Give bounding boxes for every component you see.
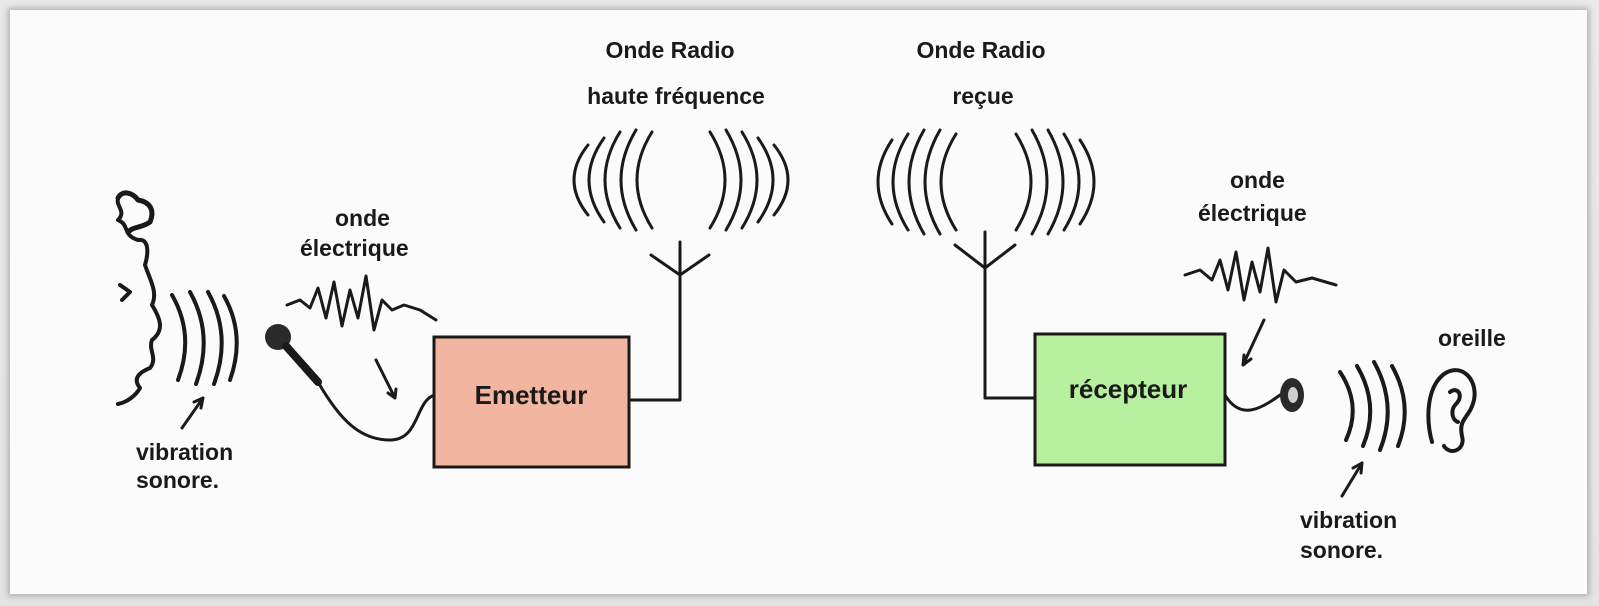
microphone-cable <box>316 380 437 442</box>
receiver-antenna-icon <box>953 230 1037 400</box>
arrow-left-electric <box>374 358 398 400</box>
radio-emitted-line2: haute fréquence <box>587 83 765 109</box>
vibration-right-line2: sonore. <box>1300 537 1383 563</box>
microphone-icon <box>265 324 322 386</box>
diagram-panel <box>10 10 1587 594</box>
ear-label: oreille <box>1438 325 1506 351</box>
vibration-left-line1: vibration <box>136 439 233 465</box>
arrow-left-vibration <box>180 396 205 430</box>
radio-waves-emitted-icon <box>572 128 790 232</box>
electric-wave-right-line1: onde <box>1230 167 1285 193</box>
electric-wave-left-line1: onde <box>335 205 390 231</box>
speaker-face-icon <box>115 190 162 406</box>
ear-icon <box>1426 368 1477 453</box>
earphone-icon <box>1280 378 1304 412</box>
radio-received-line2: reçue <box>952 83 1013 109</box>
electric-wave-left-line2: électrique <box>300 235 409 261</box>
electric-wave-right-line2: électrique <box>1198 200 1307 226</box>
electric-wave-right-icon <box>1183 246 1338 304</box>
vibration-right-line1: vibration <box>1300 507 1397 533</box>
emitter-label: Emetteur <box>475 380 588 410</box>
arrow-right-vibration <box>1340 461 1364 498</box>
electric-wave-left-icon <box>285 274 438 332</box>
sound-waves-right-icon <box>1338 360 1407 452</box>
earphone-cable <box>1223 393 1282 412</box>
arrow-right-electric <box>1241 318 1266 367</box>
emitter-antenna-icon <box>627 240 711 402</box>
vibration-left-line2: sonore. <box>136 467 219 493</box>
receiver-box <box>1033 332 1227 467</box>
radio-emitted-line1: Onde Radio <box>605 37 734 63</box>
radio-waves-received-icon <box>876 128 1096 236</box>
receiver-label: récepteur <box>1069 374 1188 404</box>
emitter-box <box>432 335 631 469</box>
radio-received-line1: Onde Radio <box>916 37 1045 63</box>
sound-waves-left-icon <box>170 290 239 386</box>
